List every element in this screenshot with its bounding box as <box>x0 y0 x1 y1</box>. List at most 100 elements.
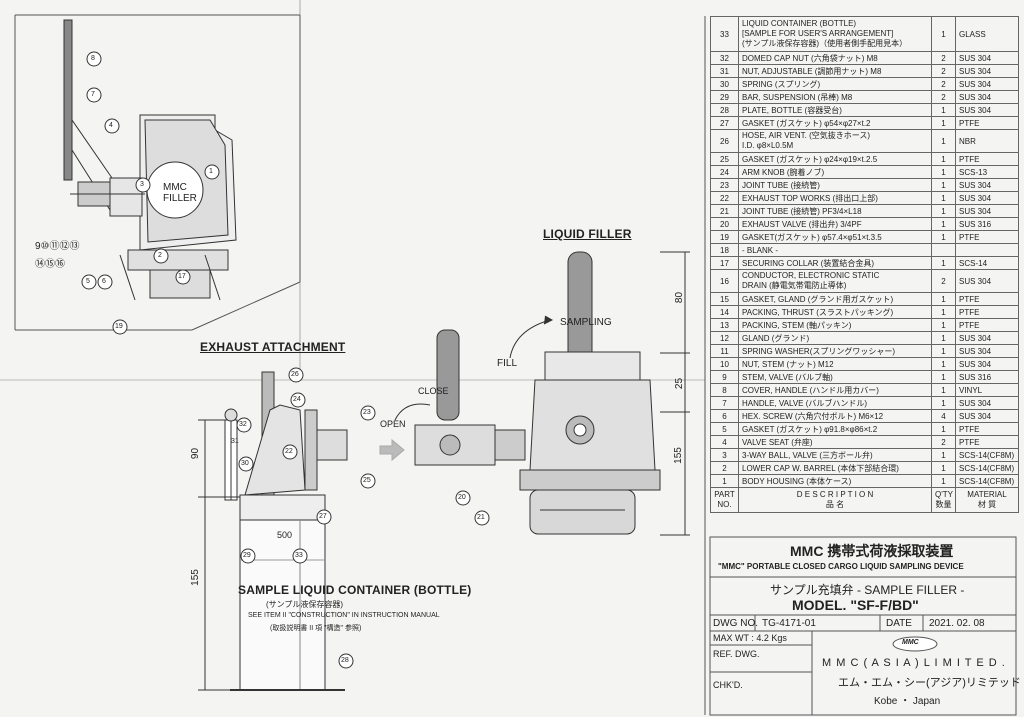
parts-cell-desc: BAR, SUSPENSION (吊棒) M8 <box>738 90 932 104</box>
balloon-7: 7 <box>91 91 95 98</box>
parts-cell-desc: DOMED CAP NUT (六角袋ナット) M8 <box>738 51 932 65</box>
parts-cell-no: 15 <box>710 292 739 306</box>
parts-cell-desc: VALVE SEAT (弁座) <box>738 435 932 449</box>
parts-cell-qty: 2 <box>931 90 956 104</box>
parts-cell-desc: LIQUID CONTAINER (BOTTLE) [SAMPLE FOR US… <box>738 16 932 52</box>
parts-cell-mat: SCS-14(CF8M) <box>955 474 1019 488</box>
parts-cell-desc: HEX. SCREW (六角穴付ボルト) M6×12 <box>738 409 932 423</box>
parts-cell-mat: PTFE <box>955 152 1019 166</box>
parts-cell-qty: 1 <box>931 357 956 371</box>
parts-cell-desc: 3-WAY BALL, VALVE (三方ボール弁) <box>738 448 932 462</box>
parts-cell-desc: JOINT TUBE (接続管) <box>738 178 932 192</box>
parts-cell-qty: 2 <box>931 269 956 293</box>
subtitle: サンプル充填弁 - SAMPLE FILLER - <box>770 583 965 597</box>
parts-cell-no: 14 <box>710 305 739 319</box>
parts-cell-desc: SPRING WASHER(スプリングワッシャー) <box>738 344 932 358</box>
parts-cell-mat: SUS 304 <box>955 331 1019 345</box>
parts-cell-qty: 1 <box>931 256 956 270</box>
parts-cell-no: 33 <box>710 16 739 52</box>
balloon-23: 23 <box>363 409 371 416</box>
balloon-33: 33 <box>295 552 303 559</box>
dim-155-left: 155 <box>189 569 201 586</box>
parts-cell-qty: 2 <box>931 64 956 78</box>
parts-cell-desc: PACKING, THRUST (スラストパッキング) <box>738 305 932 319</box>
parts-row: 18- BLANK - <box>710 243 1019 257</box>
balloon-32: 32 <box>239 421 247 428</box>
balloon-22: 22 <box>285 448 293 455</box>
parts-cell-desc: LOWER CAP W. BARREL (本体下部結合環) <box>738 461 932 475</box>
parts-cell-mat: SUS 304 <box>955 51 1019 65</box>
balloon-17: 17 <box>178 273 186 280</box>
balloon-21: 21 <box>477 514 485 521</box>
parts-cell-desc: GASKET (ガスケット) φ24×φ19×t.2.5 <box>738 152 932 166</box>
parts-cell-no: 16 <box>710 269 739 293</box>
parts-cell-no: 19 <box>710 230 739 244</box>
container-caption-jp: (サンプル液保存容器) <box>266 600 344 609</box>
parts-cell-qty: 2 <box>931 51 956 65</box>
title-jp: MMC 携帯式荷液採取装置 <box>790 543 954 559</box>
parts-cell-mat: PTFE <box>955 318 1019 332</box>
parts-cell-desc: GLAND (グランド) <box>738 331 932 345</box>
parts-header-no: PART NO. <box>710 487 739 513</box>
parts-cell-no: 10 <box>710 357 739 371</box>
parts-cell-no: 21 <box>710 204 739 218</box>
balloon-3: 3 <box>140 181 144 188</box>
parts-cell-mat: SUS 304 <box>955 204 1019 218</box>
parts-cell-no: 32 <box>710 51 739 65</box>
parts-cell-mat: PTFE <box>955 422 1019 436</box>
parts-cell-qty: 1 <box>931 129 956 153</box>
dim-155-right: 155 <box>672 447 684 464</box>
parts-cell-no: 30 <box>710 77 739 91</box>
parts-cell-qty: 1 <box>931 103 956 117</box>
balloon-20: 20 <box>458 494 466 501</box>
parts-cell-mat: GLASS <box>955 16 1019 52</box>
parts-cell-desc: EXHAUST VALVE (排出弁) 3/4PF <box>738 217 932 231</box>
parts-cell-mat <box>955 243 1019 257</box>
parts-cell-no: 23 <box>710 178 739 192</box>
parts-cell-desc: - BLANK - <box>738 243 932 257</box>
parts-cell-desc: HANDLE, VALVE (バルブハンドル) <box>738 396 932 410</box>
parts-cell-desc: GASKET, GLAND (グランド用ガスケット) <box>738 292 932 306</box>
balloon-25: 25 <box>363 477 371 484</box>
parts-cell-mat: SUS 304 <box>955 396 1019 410</box>
parts-cell-mat: SUS 304 <box>955 103 1019 117</box>
parts-cell-no: 5 <box>710 422 739 436</box>
parts-cell-qty: 1 <box>931 191 956 205</box>
parts-cell-mat: PTFE <box>955 230 1019 244</box>
checked-label: CHK'D. <box>713 680 743 690</box>
balloon-1: 1 <box>209 168 213 175</box>
parts-cell-qty: 1 <box>931 292 956 306</box>
parts-cell-qty: 1 <box>931 230 956 244</box>
parts-cell-mat: PTFE <box>955 435 1019 449</box>
parts-cell-no: 27 <box>710 116 739 130</box>
parts-cell-desc: SECURING COLLAR (装置結合金具) <box>738 256 932 270</box>
parts-cell-qty: 1 <box>931 461 956 475</box>
parts-cell-qty: 1 <box>931 305 956 319</box>
title-en: "MMC" PORTABLE CLOSED CARGO LIQUID SAMPL… <box>718 562 964 571</box>
balloon-26: 26 <box>291 371 299 378</box>
date-label: DATE <box>886 618 912 629</box>
parts-cell-mat: SUS 316 <box>955 370 1019 384</box>
balloon-28: 28 <box>341 657 349 664</box>
parts-cell-qty: 1 <box>931 331 956 345</box>
parts-cell-mat: SCS-14(CF8M) <box>955 448 1019 462</box>
parts-cell-qty: 1 <box>931 383 956 397</box>
balloon-group-b: ⑭⑮⑯ <box>35 259 65 270</box>
balloon-6: 6 <box>102 278 106 285</box>
max-weight: MAX WT : 4.2 Kgs <box>713 633 787 643</box>
parts-cell-qty: 1 <box>931 448 956 462</box>
